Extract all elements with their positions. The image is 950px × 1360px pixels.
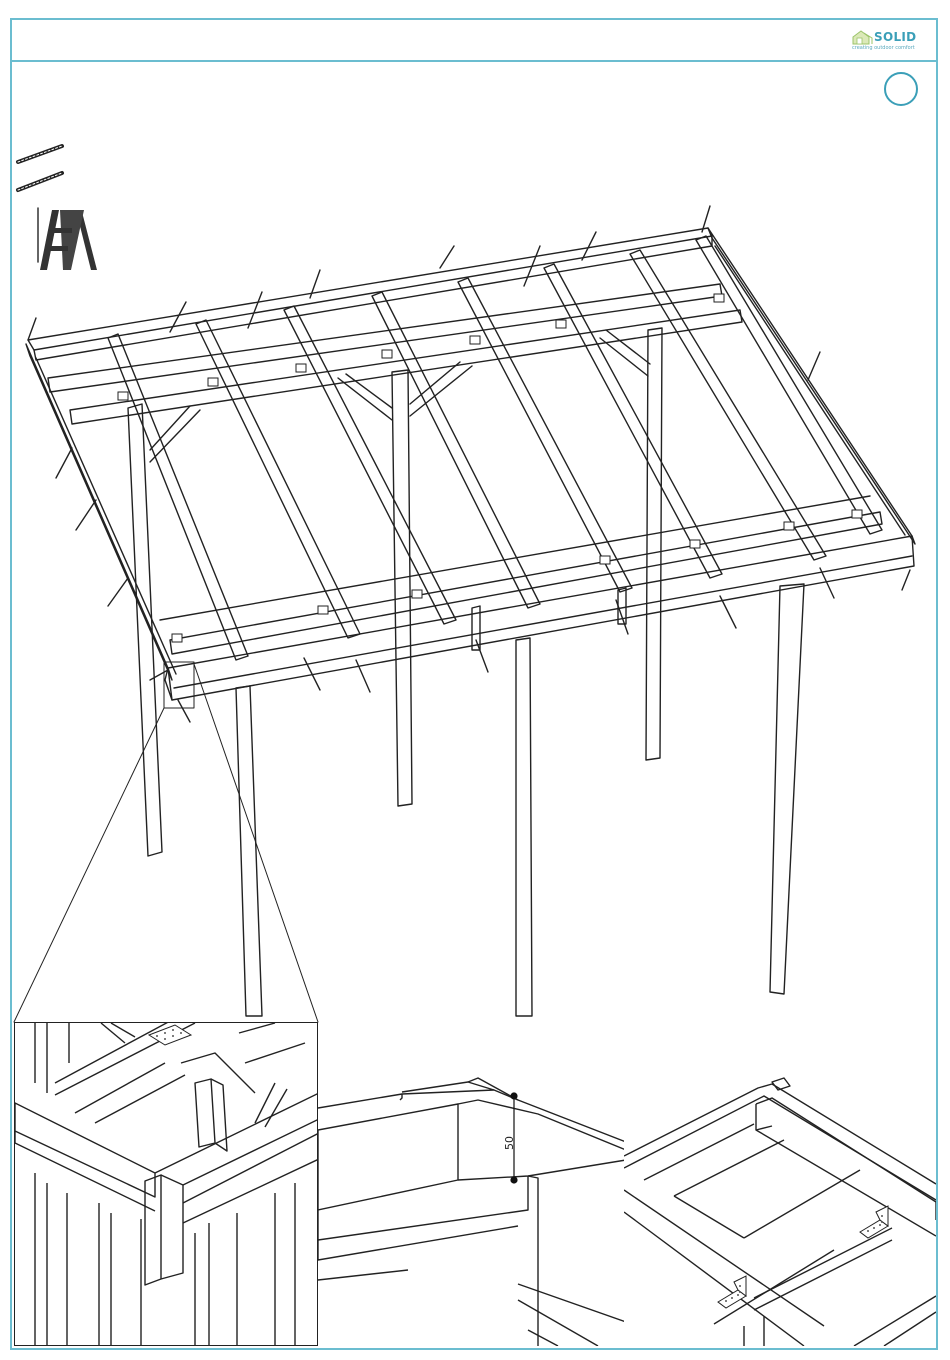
detail-bracket-closeup (624, 1060, 936, 1346)
detail-corner-closeup (14, 1022, 318, 1346)
bracket-detail-drawing (624, 1060, 936, 1346)
dimension-label: 50 (503, 1136, 516, 1150)
screw-icon (18, 173, 62, 190)
corner-detail-drawing (15, 1023, 318, 1346)
ladder-icon (38, 208, 97, 270)
screw-icon (18, 146, 62, 162)
detail-dimension-closeup (318, 1060, 626, 1346)
dimension-detail-drawing (318, 1060, 626, 1346)
